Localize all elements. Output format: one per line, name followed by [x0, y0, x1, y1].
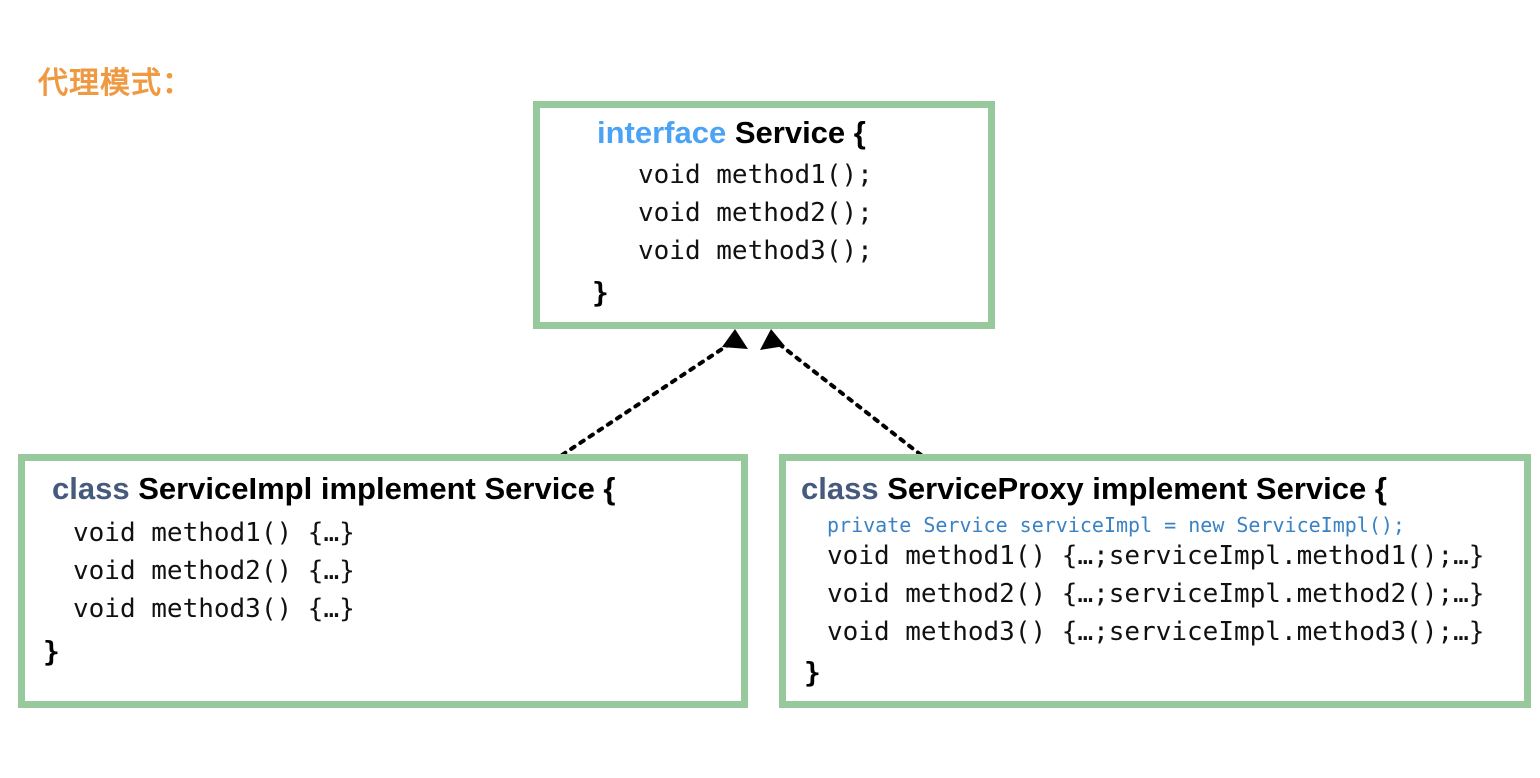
impl-name-and-brace: ServiceImpl implement Service {	[129, 471, 616, 506]
proxy-declaration: class ServiceProxy implement Service {	[801, 471, 1387, 507]
interface-closing-brace: }	[592, 276, 609, 309]
impl-method-line: void method2() {…}	[73, 556, 355, 586]
proxy-name-and-brace: ServiceProxy implement Service {	[878, 471, 1387, 506]
impl-method-line: void method1() {…}	[73, 518, 355, 548]
uml-box-class-serviceproxy: class ServiceProxy implement Service { p…	[779, 454, 1531, 708]
realization-arrowhead-proxy	[760, 329, 785, 350]
interface-method-line: void method2();	[638, 198, 873, 228]
interface-method-line: void method1();	[638, 160, 873, 190]
realization-line-proxy	[777, 342, 923, 457]
realization-line-impl	[560, 341, 733, 457]
proxy-method-line: void method1() {…;serviceImpl.method1();…	[827, 541, 1485, 571]
proxy-closing-brace: }	[804, 656, 821, 689]
proxy-field-declaration: private Service serviceImpl = new Servic…	[827, 513, 1405, 537]
uml-box-interface-service: interface Service { void method1(); void…	[533, 101, 995, 329]
keyword-class: class	[801, 471, 879, 506]
proxy-method-line: void method3() {…;serviceImpl.method3();…	[827, 617, 1485, 647]
page-title: 代理模式：	[38, 67, 193, 100]
keyword-interface: interface	[597, 115, 727, 150]
impl-method-line: void method3() {…}	[73, 594, 355, 624]
keyword-class: class	[52, 471, 130, 506]
interface-method-line: void method3();	[638, 236, 873, 266]
uml-box-class-serviceimpl: class ServiceImpl implement Service { vo…	[18, 454, 748, 708]
impl-declaration: class ServiceImpl implement Service {	[52, 471, 615, 507]
interface-declaration: interface Service {	[597, 115, 866, 151]
realization-arrowhead-impl	[722, 329, 748, 349]
impl-closing-brace: }	[43, 635, 60, 668]
proxy-method-line: void method2() {…;serviceImpl.method2();…	[827, 579, 1485, 609]
interface-name-and-brace: Service {	[726, 115, 866, 150]
